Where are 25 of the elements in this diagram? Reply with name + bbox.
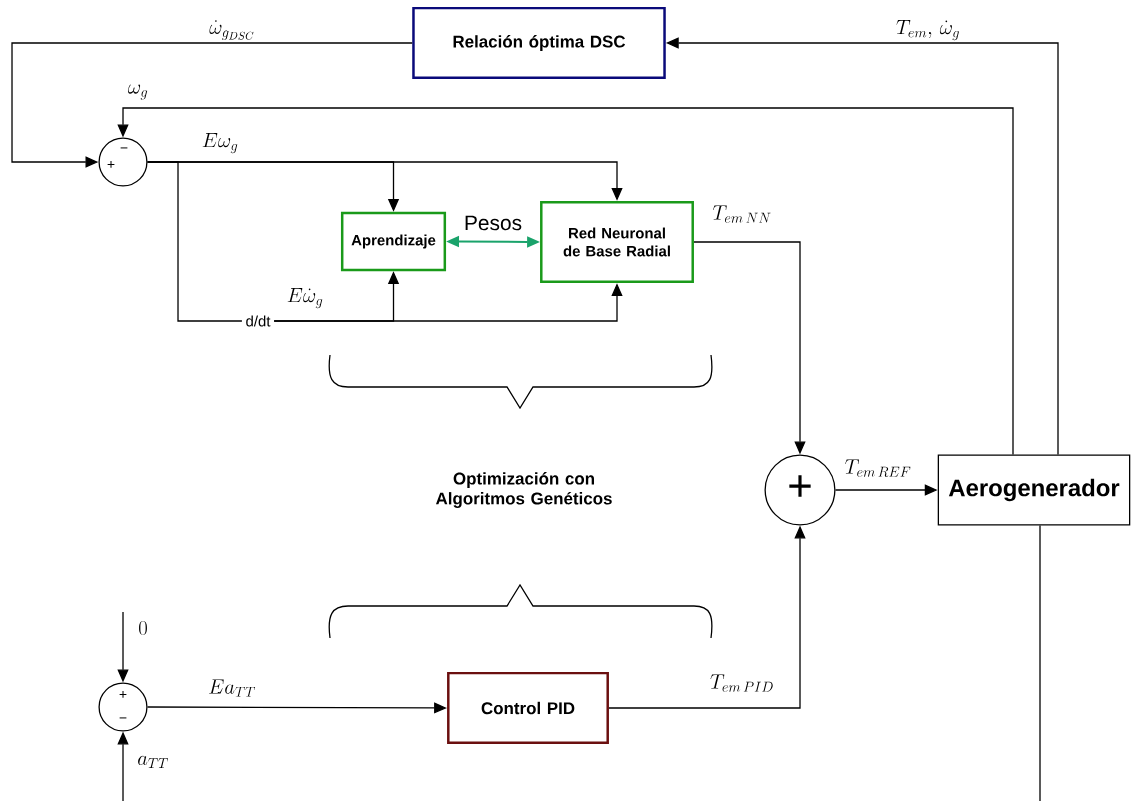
edge-label: $a_{TT}$ [138,755,168,768]
edge-label: Pesos [465,215,522,231]
edge-label: $T_{em\,NN}$ [713,205,771,223]
edge-label: $T_{em},\,\dot{\omega}_{g}$ [896,20,959,41]
edge-label: $E\dot{\omega}_{g}$ [287,288,323,309]
process-box: Relación óptima DSC [412,6,666,80]
process-box: Red Neuronal de Base Radial [540,200,694,284]
summing-junction: + [764,454,836,526]
plant-box: Aerogenerador [937,454,1131,526]
edge-label: $\dot{\omega}_{g_{DSC}}$ [209,20,254,40]
edge-label: $E\omega_{g}$ [202,133,238,154]
arrow [117,107,1014,456]
edge-label: $Ea_{TT}$ [209,679,256,697]
process-box: Control PID [447,671,609,745]
summing-junction: − + [98,137,148,187]
arrow [11,42,413,168]
annotation-text: Optimización con Algoritmos Genéticos [435,472,612,508]
edge-label: $0$ [139,621,147,635]
edge-label: $T_{em\,REF}$ [845,459,911,477]
edge-label: $\omega_{g}$ [128,84,148,100]
operator-label: d/dt [246,315,271,327]
arrow [146,702,447,714]
edge-label: $T_{em\,PID}$ [710,674,773,692]
summing-junction: + − [98,682,148,732]
process-box: Aprendizaje [340,211,447,272]
